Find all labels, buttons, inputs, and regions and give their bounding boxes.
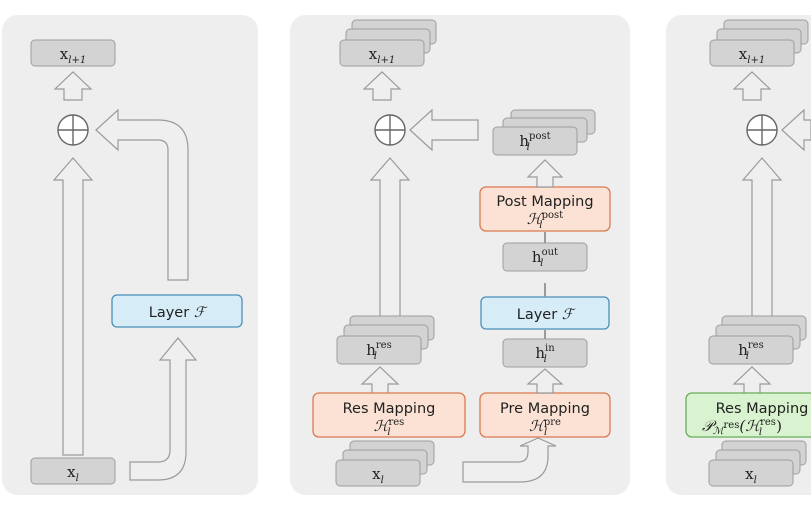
res-mapping-title: Res Mapping (343, 401, 436, 417)
layer-label: Layer ℱ (149, 305, 208, 321)
output-box (30, 39, 116, 67)
residual-arrow-icon (52, 157, 94, 456)
left-arrow-icon (409, 108, 479, 152)
h-post-box (492, 126, 578, 156)
panel-background (2, 15, 258, 495)
up-arrow-icon (362, 71, 402, 101)
input-label: xl (372, 465, 384, 486)
res-mapping-box (312, 392, 466, 438)
manifold-res-mapping-title: Res Mapping (716, 401, 809, 417)
h-res-box (708, 335, 794, 365)
input-label: xl (745, 465, 757, 486)
manifold-res-mapping-box (685, 392, 811, 438)
output-label: xl+1 (60, 45, 86, 66)
pre-input-arrow-icon (462, 437, 557, 483)
output-label: xl+1 (739, 45, 765, 66)
h-res-box (336, 335, 422, 365)
up-arrow-icon (732, 366, 772, 395)
pre-mapping-title: Pre Mapping (500, 401, 590, 417)
left-arrow-icon (781, 108, 811, 152)
up-arrow-icon (732, 71, 772, 101)
output-box (339, 39, 425, 67)
panel-standard-residual: xl+1 xl Layer ℱ (2, 15, 258, 495)
layer-label: Layer ℱ (517, 307, 576, 323)
layer-output-arrow-icon (95, 108, 189, 281)
layer-box (111, 294, 243, 328)
post-mapping-title: Post Mapping (496, 194, 593, 210)
residual-arrow-icon (741, 157, 783, 319)
input-box (30, 457, 116, 485)
residual-arrow-icon (369, 157, 411, 319)
layer-input-arrow-icon (129, 337, 198, 481)
input-box (335, 459, 421, 487)
up-arrow-icon (360, 366, 400, 395)
up-arrow-icon (53, 71, 93, 101)
output-label: xl+1 (369, 45, 395, 66)
input-label: xl (67, 463, 79, 484)
up-arrow-icon (526, 368, 564, 394)
up-arrow-icon (526, 159, 564, 188)
output-box (709, 39, 795, 67)
input-box (708, 459, 794, 487)
